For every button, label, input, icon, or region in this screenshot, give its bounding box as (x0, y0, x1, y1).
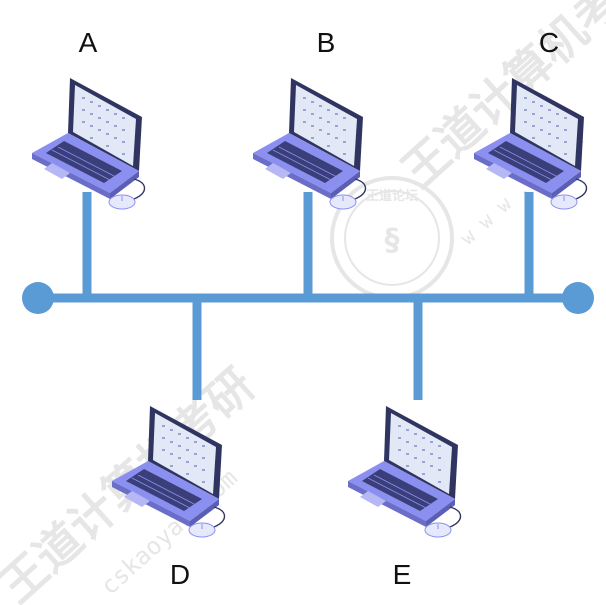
laptop-icon (347, 405, 462, 538)
laptop-icon (252, 77, 367, 210)
bus-terminator-right (562, 282, 594, 314)
node-e: E (347, 405, 462, 590)
node-d: D (111, 405, 226, 590)
node-label-b: B (317, 27, 336, 58)
node-label-e: E (393, 559, 412, 590)
node-a: A (31, 27, 146, 210)
svg-text:§: § (385, 223, 400, 258)
drop-cables (82, 192, 534, 400)
node-label-d: D (170, 559, 190, 590)
node-label-c: C (539, 27, 559, 58)
watermark-seal-text: 王道论坛 (366, 188, 418, 204)
laptop-icon (31, 77, 146, 210)
bus-terminator-left (22, 282, 54, 314)
node-label-a: A (79, 27, 98, 58)
node-b: B (252, 27, 367, 210)
node-c: C (473, 27, 588, 210)
